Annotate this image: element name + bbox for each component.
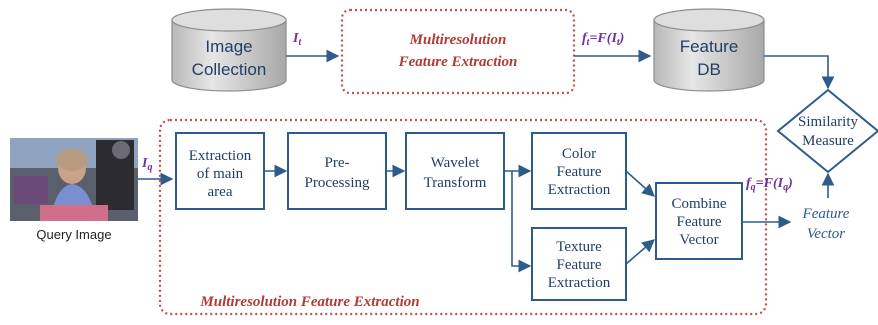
label-ft: ft=F(It) [582,31,624,48]
wavelet-line1: Wavelet [431,155,481,171]
wavelet-box: Wavelet Transform [405,132,505,210]
mfe-top-box [340,8,576,95]
label-iq: Iq [141,156,152,173]
arrow-wavelet-to-texture [511,171,532,273]
preprocessing-line2: Processing [305,175,370,191]
arrow-color-to-combine [625,170,655,197]
label-it: It [292,31,302,48]
arrow-texture-to-combine [625,239,655,265]
texture-line2: Feature [557,257,602,273]
extraction-line2: of main [197,166,244,182]
color-line3: Extraction [548,182,611,198]
image-collection-line2: Collection [192,60,267,79]
mfe-top-line1: Multiresolution [409,32,507,48]
color-line2: Feature [557,164,602,180]
feature-db-line1: Feature [680,37,739,56]
combine-box: Combine Feature Vector [655,182,743,260]
extraction-box: Extraction of main area [175,132,265,210]
color-line1: Color [562,146,596,162]
preprocessing-line1: Pre- [325,155,350,171]
feature-vector-line1: Feature [802,206,850,222]
similarity-measure: Similarity Measure [776,88,878,174]
feature-db-cylinder: Feature DB [653,8,765,92]
color-feature-box: Color Feature Extraction [531,132,627,210]
texture-line3: Extraction [548,275,611,291]
query-image-caption: Query Image [36,227,111,242]
feature-db-line2: DB [697,60,721,79]
combine-line2: Feature [677,214,722,230]
feature-vector-line2: Vector [807,226,845,242]
similarity-line2: Measure [802,133,854,149]
wavelet-line2: Transform [424,175,487,191]
arrow-db-to-similarity [764,55,835,90]
texture-line1: Texture [556,239,602,255]
combine-line3: Vector [679,232,718,248]
image-collection-cylinder: Image Collection [171,8,287,92]
similarity-line1: Similarity [798,114,859,130]
mfe-bottom-label: Multiresolution Feature Extraction [199,294,419,310]
mfe-top-line2: Feature Extraction [398,54,518,70]
image-collection-line1: Image [205,37,252,56]
texture-feature-box: Texture Feature Extraction [531,227,627,301]
combine-line1: Combine [672,196,727,212]
extraction-line1: Extraction [189,148,252,164]
extraction-line3: area [208,184,233,200]
query-image [10,138,138,221]
label-fq: fq=F(Iq) [746,176,793,193]
preprocessing-box: Pre- Processing [287,132,387,210]
